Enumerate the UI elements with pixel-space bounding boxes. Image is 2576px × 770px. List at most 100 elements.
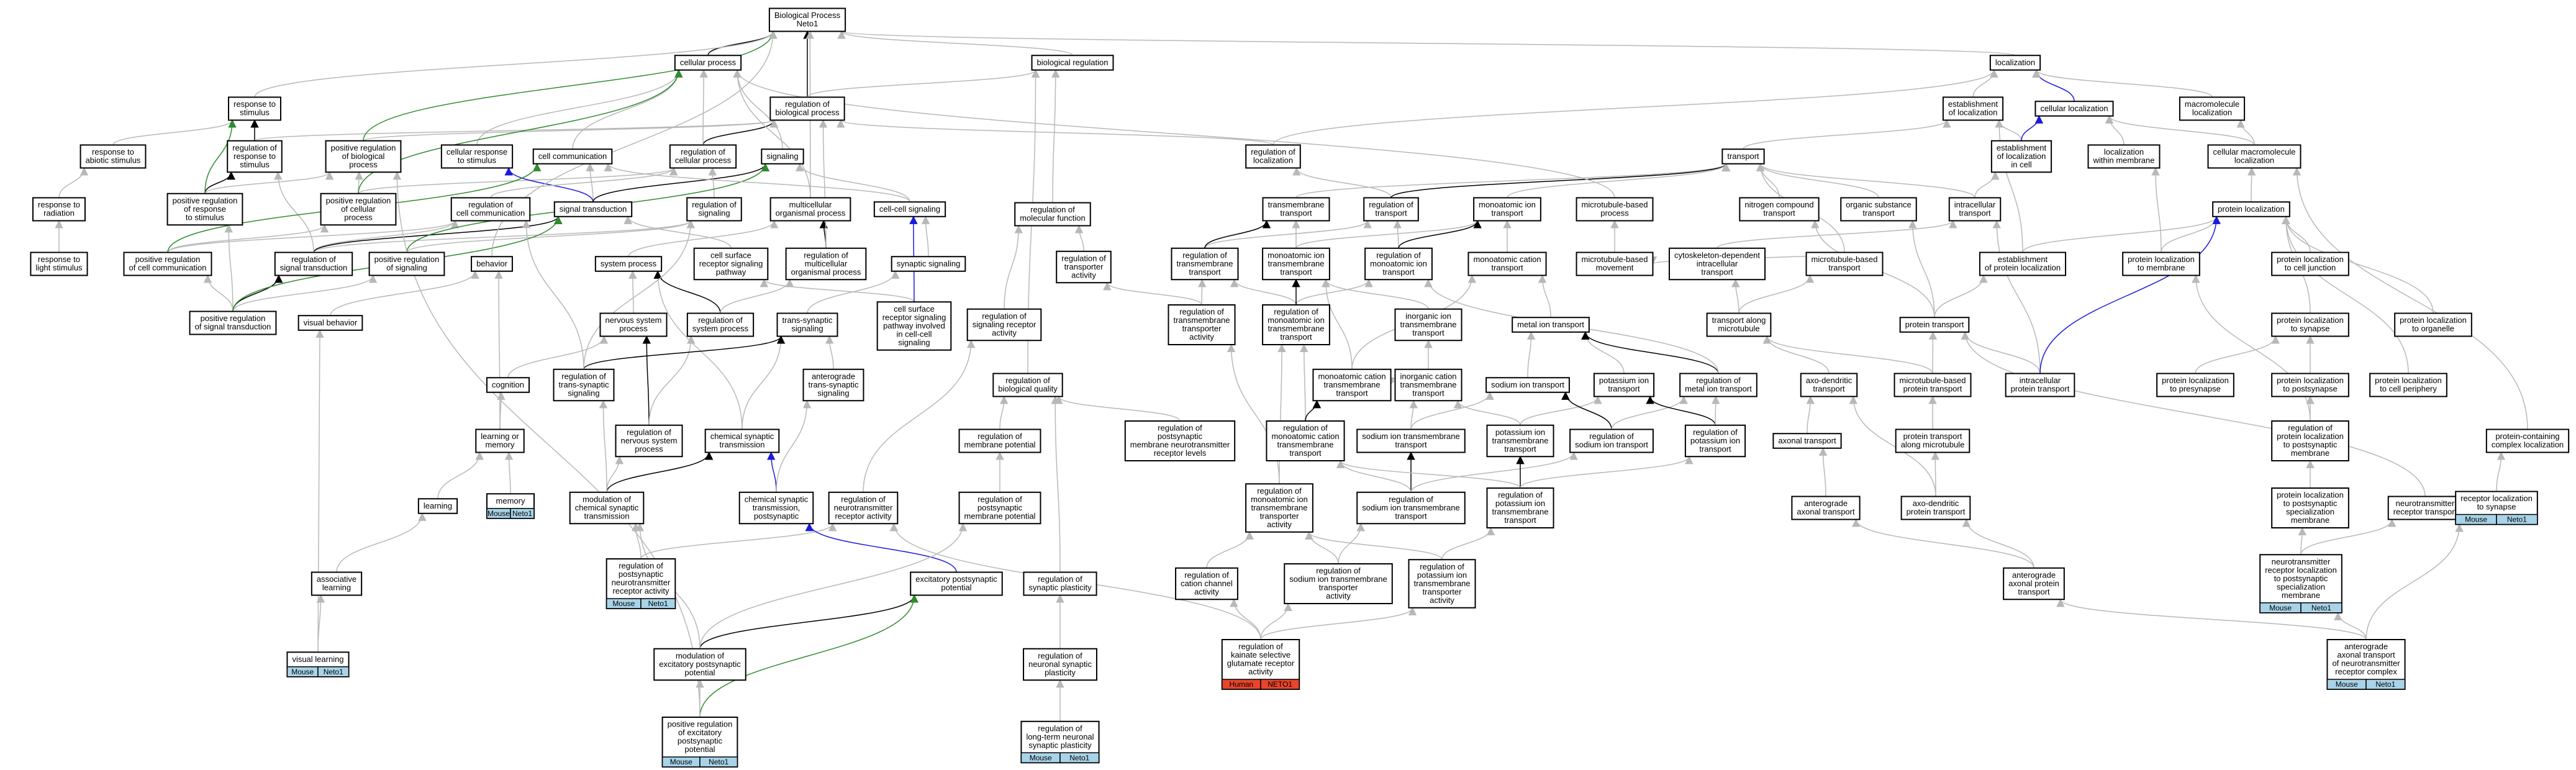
go-term-node[interactable]: behavior — [471, 256, 513, 272]
go-term-node[interactable]: synaptic signaling — [891, 256, 966, 272]
go-term-node[interactable]: regulation ofpostsynapticneurotransmitte… — [605, 558, 676, 609]
go-term-node[interactable]: cognition — [486, 377, 530, 393]
go-term-node[interactable]: cell communication — [532, 148, 613, 165]
go-term-node[interactable]: visual behavior — [297, 315, 363, 331]
go-term-node[interactable]: protein localization — [2212, 201, 2290, 217]
go-term-node[interactable]: signal transduction — [553, 201, 633, 217]
go-term-node[interactable]: cytoskeleton-dependentintracellulartrans… — [1668, 247, 1766, 281]
go-term-node[interactable]: cell-cell signaling — [873, 201, 946, 217]
go-term-node[interactable]: protein transport — [1899, 317, 1970, 333]
go-term-node[interactable]: chemical synaptictransmission,postsynapt… — [738, 491, 814, 525]
go-term-node[interactable]: axonal transport — [1772, 433, 1842, 449]
go-term-node[interactable]: biological regulation — [1031, 55, 1114, 71]
go-term-node[interactable]: regulation oftransmembranetransporteract… — [1168, 304, 1236, 345]
go-term-node[interactable]: system process — [594, 256, 663, 272]
go-term-node[interactable]: cellular localization — [2034, 101, 2114, 117]
go-term-node[interactable]: learning — [417, 498, 458, 514]
go-term-node[interactable]: sodium ion transport — [1485, 377, 1570, 393]
go-term-node[interactable]: signaling — [761, 148, 804, 165]
